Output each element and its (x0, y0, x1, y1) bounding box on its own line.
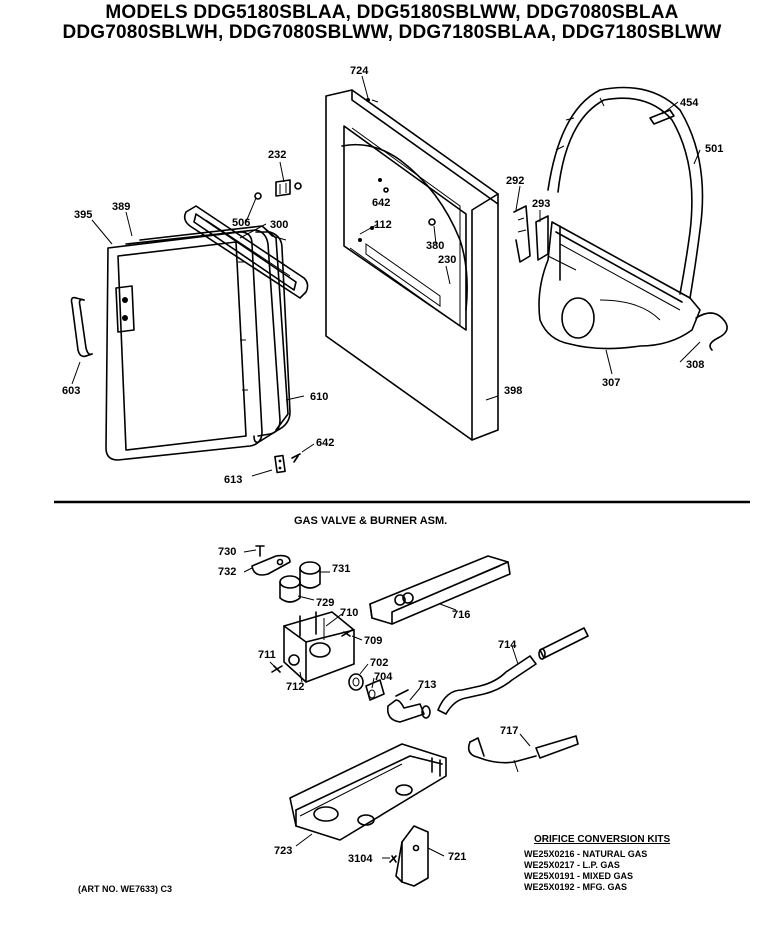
burner-bracket-723 (289, 743, 447, 841)
orifice-kits-title: ORIFICE CONVERSION KITS (534, 834, 671, 845)
label-603: 603 (62, 385, 80, 397)
label-714: 714 (498, 639, 517, 651)
label-395: 395 (74, 209, 92, 221)
screw-730 (255, 545, 265, 557)
drum-felt-seal (547, 86, 704, 299)
label-730: 730 (218, 546, 236, 558)
orifice-kit-row: WE25X0216 - NATURAL GAS (524, 849, 648, 859)
label-724: 724 (350, 65, 369, 77)
label-702: 702 (370, 657, 388, 669)
bracket-293 (535, 215, 549, 261)
label-3104: 3104 (348, 853, 373, 865)
label-307: 307 (602, 377, 620, 389)
label-721: 721 (448, 851, 466, 863)
label-308: 308 (686, 359, 704, 371)
leader-lines-upper (71, 75, 701, 477)
label-642-upper: 642 (372, 197, 390, 209)
label-732: 732 (218, 566, 236, 578)
fitting-702 (348, 673, 364, 691)
label-613: 613 (224, 474, 242, 486)
door-hinge (254, 179, 302, 200)
label-710: 710 (340, 607, 358, 619)
valve-coil-731 (299, 561, 321, 589)
screw-711 (271, 665, 283, 673)
screw-709 (341, 629, 353, 637)
seal-clip-454 (649, 109, 675, 125)
screw-642-lower (291, 453, 301, 463)
door-gasket (253, 231, 291, 444)
label-232: 232 (268, 149, 286, 161)
bracket-721 (395, 825, 429, 887)
burner-716 (369, 555, 511, 625)
label-704: 704 (374, 671, 393, 683)
label-716: 716 (452, 609, 470, 621)
label-389: 389 (112, 201, 130, 213)
label-293: 293 (532, 198, 550, 210)
orifice-704 (365, 679, 385, 701)
front-bulkhead-duct (538, 221, 701, 350)
label-230: 230 (438, 254, 456, 266)
models-title-line-1: MODELS DDG5180SBLAA, DDG5180SBLWW, DDG70… (105, 2, 679, 23)
leader-lines-lower (243, 549, 531, 859)
section-title: GAS VALVE & BURNER ASM. (294, 515, 447, 527)
models-title-line-2: DDG7080SBLWH, DDG7080SBLWW, DDG7180SBLAA… (62, 22, 722, 43)
label-723: 723 (274, 845, 292, 857)
label-729: 729 (316, 597, 334, 609)
screw-380 (428, 218, 436, 226)
label-506: 506 (232, 217, 250, 229)
label-112: 112 (374, 219, 392, 231)
elbow-713 (386, 689, 431, 723)
orifice-kit-row: WE25X0191 - MIXED GAS (524, 871, 634, 881)
door-outer-panel (105, 231, 263, 461)
igniter-717 (467, 735, 579, 773)
screw-3104 (389, 855, 397, 863)
door-inner-panel (125, 225, 289, 437)
label-712: 712 (286, 681, 304, 693)
orifice-kit-row: WE25X0217 - L.P. GAS (524, 860, 620, 870)
wire-harness-308 (695, 312, 728, 351)
label-300: 300 (270, 219, 288, 231)
door-strike (274, 454, 286, 474)
label-731: 731 (332, 563, 350, 575)
tube-short (539, 627, 589, 659)
label-642-lower: 642 (316, 437, 334, 449)
bracket-292 (513, 205, 531, 263)
label-292: 292 (506, 175, 524, 187)
lint-filter-frame (183, 205, 309, 299)
label-717: 717 (500, 725, 518, 737)
manifold-pipe-714 (437, 655, 537, 715)
part-labels: 724 454 501 232 292 642 389 395 293 506 … (62, 65, 723, 865)
orifice-kit-row: WE25X0192 - MFG. GAS (524, 882, 628, 892)
label-398: 398 (504, 385, 522, 397)
valve-coil-729 (279, 575, 301, 603)
label-713: 713 (418, 679, 436, 691)
art-number: (ART NO. WE7633) C3 (78, 884, 173, 894)
label-501: 501 (705, 143, 723, 155)
label-709: 709 (364, 635, 382, 647)
gas-valve-body (283, 611, 355, 683)
dryer-front-panel (325, 89, 499, 441)
label-711: 711 (258, 649, 276, 661)
coil-bracket-732 (251, 554, 291, 576)
screw-642-upper (383, 187, 389, 193)
label-454: 454 (680, 97, 699, 109)
label-380: 380 (426, 240, 444, 252)
label-610: 610 (310, 391, 328, 403)
door-handle (70, 296, 93, 358)
